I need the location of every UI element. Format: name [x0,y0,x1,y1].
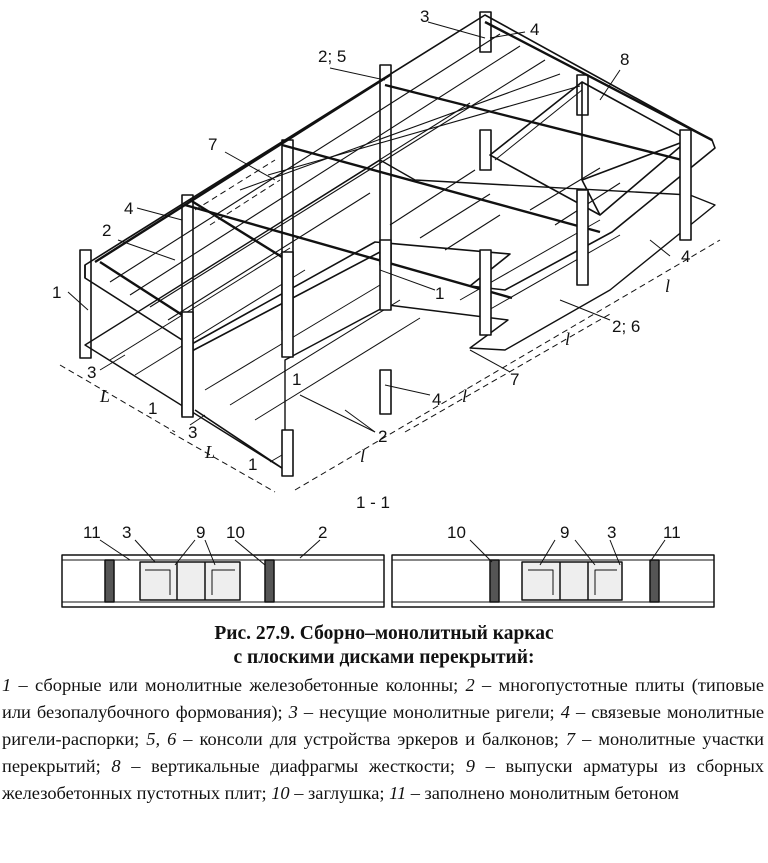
section-label-11-left: 11 [83,523,101,542]
legend-text: – заполнено монолитным бетоном [406,783,680,803]
callout-2-6: 2; 6 [612,317,640,336]
columns [79,11,692,477]
section-label-10-right: 10 [447,523,466,542]
legend-number: 9 [465,756,475,776]
legend-text: – выпуски арматуры из сборных железобето… [2,756,765,803]
callout-1-left: 1 [52,283,61,302]
upper-beams [94,20,713,322]
callout-labels: 3 4 2; 5 8 7 4 2 1 1 4 l 2; 6 l 3 1 7 L … [52,7,690,542]
section-label-2: 2 [318,523,327,542]
dim-L-left: L [99,386,110,406]
callout-2-5: 2; 5 [318,47,346,66]
legend-text: – сборные или монолитные железобетонные … [11,675,466,695]
legend-number: 8 [111,756,121,776]
callout-1-bottom: 1 [248,455,257,474]
legend-number: 2 [465,675,475,695]
legend-number: 7 [565,729,576,749]
legend-text: – монолитные участки перекрытий; [2,729,764,776]
callout-4-right: 4 [681,247,690,266]
section-label-3-right: 3 [607,523,616,542]
section-label-11-right: 11 [663,523,681,542]
legend-number: 3 [288,702,298,722]
callout-4-bottom: 4 [432,390,441,409]
section-title: 1 - 1 [356,493,390,512]
legend-text: – несущие монолитные ригели; [297,702,561,722]
dim-l-lower: l [360,446,365,466]
caption-line-1: Рис. 27.9. Сборно–монолитный каркас [214,623,554,644]
callout-3-top: 3 [420,7,429,26]
dim-L-lower: L [204,442,215,462]
callout-8: 8 [620,50,629,69]
figure-caption: Рис. 27.9. Сборно–монолитный каркас с пл… [0,622,768,670]
structural-frame-figure: 3 4 2; 5 8 7 4 2 1 1 4 l 2; 6 l 3 1 7 L … [52,7,721,608]
legend-text: – заглушка; [289,783,390,803]
callout-4-top: 4 [530,20,539,39]
legend-text: – многопустотные плиты (типовые или безо… [2,675,764,722]
dimension-lines [59,159,721,493]
callout-3-left: 3 [87,363,96,382]
callout-2-left: 2 [102,221,111,240]
section-label-3-left: 3 [122,523,131,542]
legend-number: 1 [2,675,12,695]
caption-line-2: с плоскими дисками перекрытий: [233,647,535,668]
figure-legend: 1 – сборные или монолитные железобетонны… [2,672,764,807]
dim-l-right: l [665,276,670,296]
callout-1-mid: 1 [435,284,444,303]
legend-number: 4 [560,702,570,722]
section-label-9-left: 9 [196,523,205,542]
callout-7-bottom: 7 [510,370,519,389]
callout-1-center: 1 [292,370,301,389]
legend-text: – связевые монолитные ригели-распорки; [2,702,764,749]
section-label-10-left: 10 [226,523,245,542]
dim-l-mid: l [565,329,570,349]
section-1-1 [61,539,715,608]
lower-slab-outline [84,159,716,471]
dim-l-bottom: l [462,386,467,406]
callout-1-lower: 1 [148,399,157,418]
upper-slab-joints [109,33,621,321]
section-label-9-right: 9 [560,523,569,542]
legend-number: 10 [271,783,290,803]
legend-text: – консоли для устройства эркеров и балко… [176,729,566,749]
callout-7-top: 7 [208,135,217,154]
callout-4-left: 4 [124,199,133,218]
legend-text: – вертикальные диафрагмы жесткости; [120,756,466,776]
callout-leaders [67,21,671,463]
legend-number: 11 [389,783,407,803]
callout-3-lower: 3 [188,423,197,442]
legend-number: 5, 6 [146,729,177,749]
callout-2-lower: 2 [378,427,387,446]
